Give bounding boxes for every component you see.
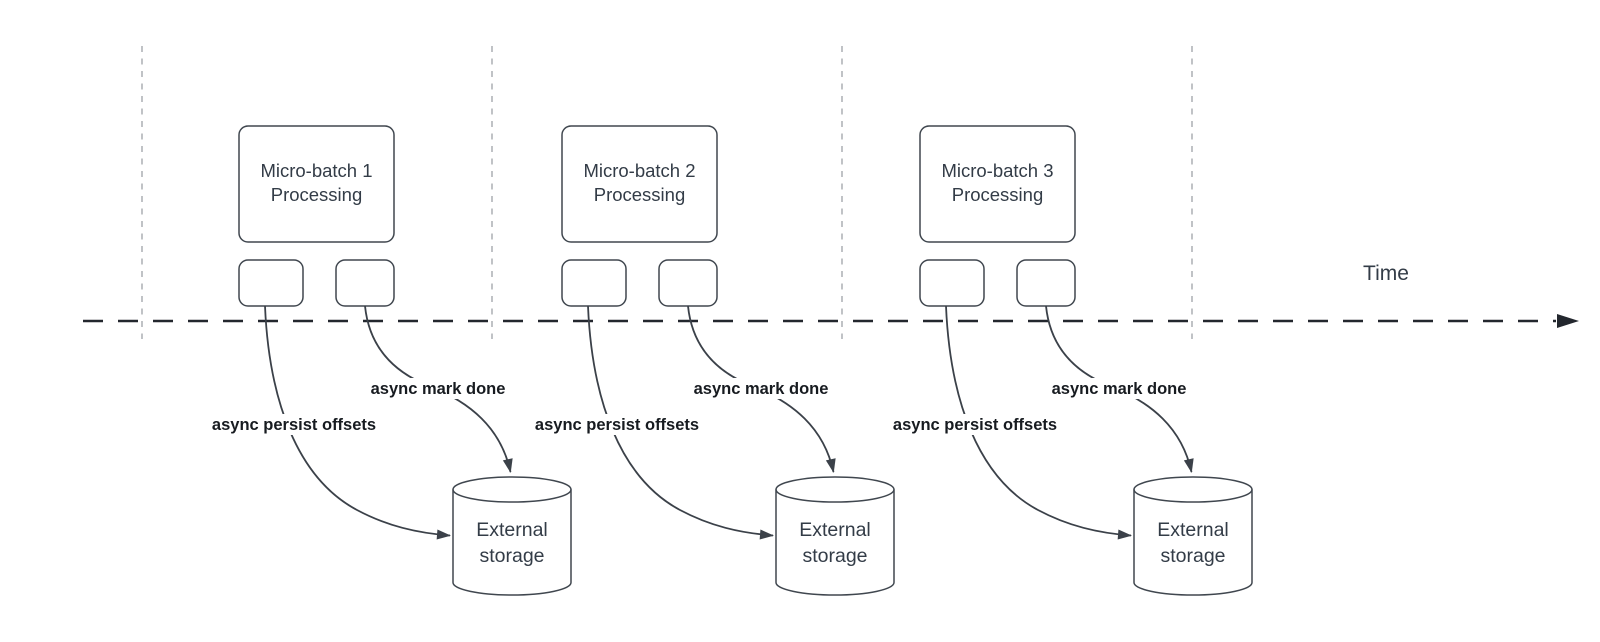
offset-commit-box	[919, 259, 985, 307]
storage-label-line2: storage	[802, 545, 867, 567]
micro-batch-group-2: Micro-batch 2 Processing async persist o…	[527, 125, 895, 596]
mark-done-label: async mark done	[694, 380, 829, 398]
micro-batch-group-1: Micro-batch 1 Processing async persist o…	[204, 125, 572, 596]
processing-box	[561, 125, 718, 243]
external-storage-cylinder: External storage	[1133, 476, 1253, 596]
persist-offsets-label: async persist offsets	[535, 416, 699, 434]
processing-box-label-line1: Micro-batch 2	[583, 160, 695, 181]
external-storage-cylinder: External storage	[775, 476, 895, 596]
processing-box-label-line2: Processing	[594, 184, 686, 205]
cylinder-body	[1133, 476, 1253, 596]
cylinder-rim	[775, 489, 895, 503]
storage-label-line1: External	[1157, 519, 1229, 541]
mark-done-label: async mark done	[371, 380, 506, 398]
persist-offsets-label-bg	[885, 414, 1065, 435]
persist-offsets-label: async persist offsets	[893, 416, 1057, 434]
mark-done-label-bg	[687, 378, 835, 399]
persist-offsets-label-bg	[204, 414, 384, 435]
processing-box	[238, 125, 395, 243]
storage-label-line1: External	[476, 519, 548, 541]
time-axis-arrowhead-icon	[1557, 314, 1579, 328]
cylinder-body	[452, 476, 572, 596]
cylinder-rim	[452, 489, 572, 503]
persist-offsets-label: async persist offsets	[212, 416, 376, 434]
mark-done-box	[658, 259, 718, 307]
processing-box-label-line1: Micro-batch 3	[941, 160, 1053, 181]
mark-done-label-bg	[1045, 378, 1193, 399]
processing-box-label-line2: Processing	[952, 184, 1044, 205]
processing-box	[919, 125, 1076, 243]
processing-box-label-line1: Micro-batch 1	[260, 160, 372, 181]
mark-done-label: async mark done	[1052, 380, 1187, 398]
time-axis-label: Time	[1363, 262, 1409, 285]
offset-commit-box	[238, 259, 304, 307]
external-storage-cylinder: External storage	[452, 476, 572, 596]
mark-done-label-bg	[364, 378, 512, 399]
cylinder-rim	[1133, 489, 1253, 503]
storage-label-line2: storage	[479, 545, 544, 567]
time-axis: Time	[83, 262, 1579, 328]
micro-batch-group-3: Micro-batch 3 Processing async persist o…	[885, 125, 1253, 596]
mark-done-box	[1016, 259, 1076, 307]
processing-box-label-line2: Processing	[271, 184, 363, 205]
mark-done-box	[335, 259, 395, 307]
persist-offsets-label-bg	[527, 414, 707, 435]
persist-offsets-arrow	[945, 305, 1132, 540]
persist-offsets-arrow	[264, 305, 451, 540]
storage-label-line1: External	[799, 519, 871, 541]
storage-label-line2: storage	[1160, 545, 1225, 567]
offset-commit-box	[561, 259, 627, 307]
cylinder-body	[775, 476, 895, 596]
persist-offsets-arrow	[587, 305, 774, 540]
